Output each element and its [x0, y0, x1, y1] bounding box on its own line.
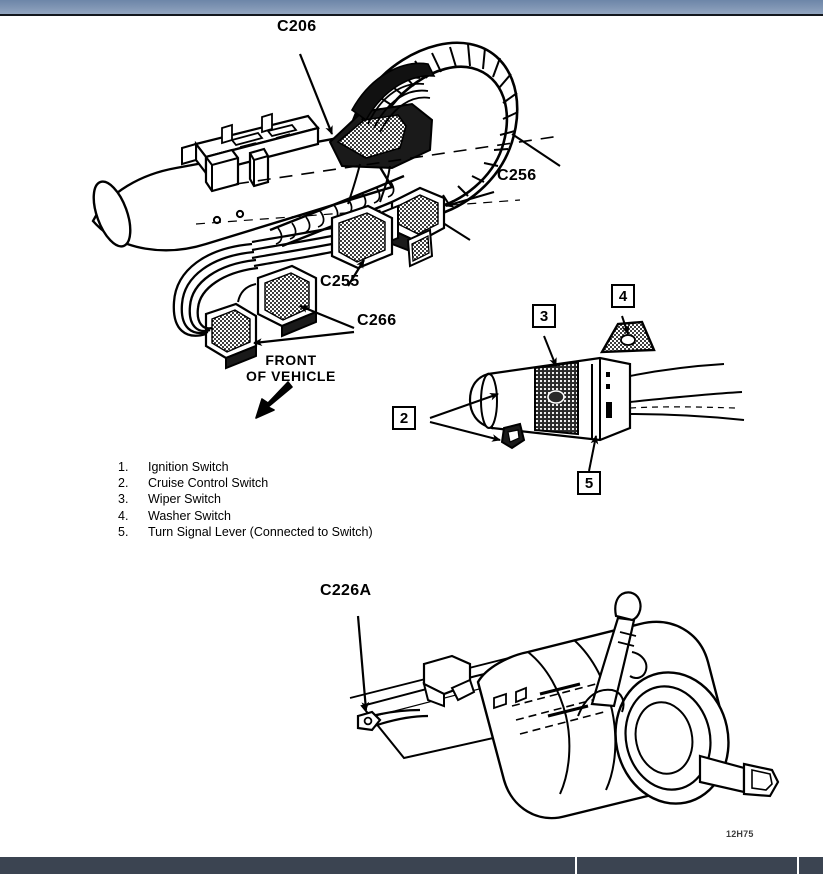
- legend-item-3-number: 3.: [118, 492, 129, 507]
- bottom-chrome-bar: [0, 857, 823, 874]
- leader-c266-b: [253, 330, 355, 347]
- leader-c226a: [356, 615, 370, 711]
- leader-callout-2b: [429, 421, 501, 442]
- leader-callout-2a: [429, 392, 499, 419]
- figure-id: 12H75: [726, 829, 754, 839]
- front-of-vehicle-arrow: [255, 381, 293, 419]
- legend-list: 1. Ignition Switch 2. Cruise Control Swi…: [118, 459, 373, 540]
- label-c255: C255: [320, 273, 360, 290]
- legend-item-1-label: Ignition Switch: [148, 460, 229, 474]
- label-c206: C206: [277, 18, 317, 35]
- legend-item-2: 2. Cruise Control Switch: [118, 475, 373, 491]
- label-c256: C256: [497, 167, 537, 184]
- legend-item-3-label: Wiper Switch: [148, 492, 221, 507]
- legend-item-2-label: Cruise Control Switch: [148, 476, 269, 491]
- connector-c206-body: [328, 62, 436, 205]
- bottom-bar-divider-1: [575, 857, 577, 874]
- leader-c256: [445, 190, 495, 208]
- callout-box-4: 4: [611, 284, 635, 308]
- legend-item-5: 5. Turn Signal Lever (Connected to Switc…: [118, 524, 373, 540]
- multifunction-switch-detail-art: [429, 315, 745, 472]
- ignition-switch-bracket: [181, 112, 320, 193]
- bottom-bar-divider-2: [797, 857, 799, 874]
- leader-callout-4: [621, 315, 630, 335]
- callout-box-3: 3: [532, 304, 556, 328]
- legend-item-5-label: Turn Signal Lever (Connected to Switch): [148, 524, 373, 539]
- legend-item-4-number: 4.: [118, 508, 129, 523]
- connector-c255-body: [251, 204, 394, 270]
- diagram-canvas: C206 C256 C255 C266 C226A FRONT OF VEHIC…: [0, 16, 823, 857]
- front-of-vehicle-line1: FRONT: [265, 352, 317, 368]
- legend-item-2-number: 2.: [118, 476, 129, 491]
- legend-item-4-label: Washer Switch: [148, 508, 231, 523]
- legend-item-5-number: 5.: [118, 524, 129, 539]
- legend-item-1-number: 1.: [118, 460, 129, 474]
- leader-c266-a: [299, 304, 355, 330]
- leader-c206: [298, 53, 334, 135]
- front-of-vehicle-line2: OF VEHICLE: [245, 368, 336, 384]
- legend-item-3: 3. Wiper Switch: [118, 491, 373, 507]
- label-c226a: C226A: [320, 582, 372, 599]
- front-of-vehicle-note: FRONT OF VEHICLE: [236, 352, 346, 384]
- diagram-artwork: [91, 41, 780, 820]
- callout-box-2: 2: [392, 406, 416, 430]
- leader-c255: [347, 259, 365, 287]
- leader-callout-3: [543, 335, 557, 367]
- upper-column-assembly: [91, 41, 561, 419]
- leader-callout-5: [588, 435, 599, 472]
- top-chrome-bar: [0, 0, 823, 16]
- connector-c266-bodies: [172, 242, 318, 370]
- legend-item-1: 1. Ignition Switch: [118, 459, 373, 475]
- callout-box-5: 5: [577, 471, 601, 495]
- legend-item-4: 4. Washer Switch: [118, 508, 373, 524]
- label-c266: C266: [357, 312, 397, 329]
- lower-column-art: [349, 591, 780, 820]
